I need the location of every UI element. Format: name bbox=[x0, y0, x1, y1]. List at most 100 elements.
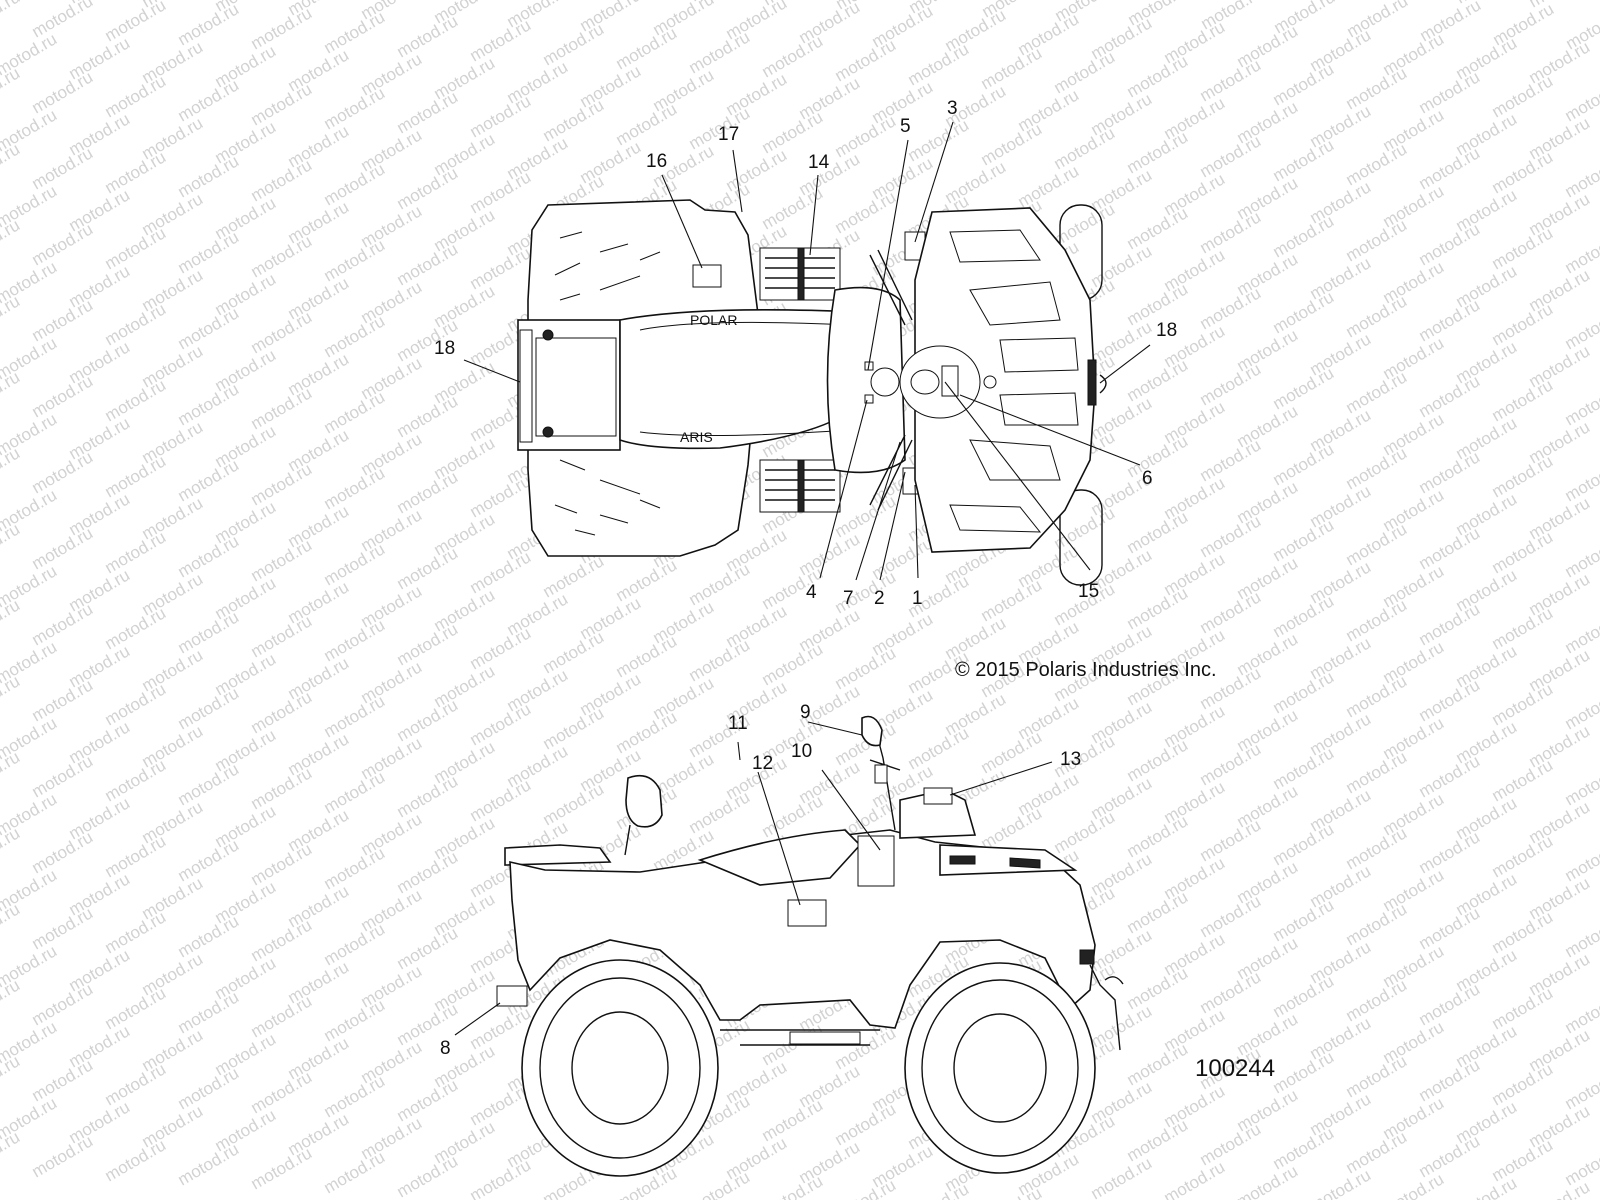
watermark-text: motod.ru bbox=[1197, 967, 1265, 1017]
watermark-text: motod.ru bbox=[321, 539, 389, 589]
watermark-text: motod.ru bbox=[1343, 367, 1411, 417]
watermark-text: motod.ru bbox=[321, 7, 389, 57]
watermark-text: motod.ru bbox=[1051, 47, 1119, 97]
watermark-text: motod.ru bbox=[394, 1075, 462, 1125]
watermark-text: motod.ru bbox=[102, 527, 170, 577]
watermark-text: motod.ru bbox=[321, 1147, 389, 1197]
watermark-text: motod.ru bbox=[1270, 59, 1338, 109]
watermark-text: motod.ru bbox=[248, 231, 316, 281]
callout-15: 15 bbox=[1078, 581, 1099, 602]
watermark-text: motod.ru bbox=[467, 699, 535, 749]
watermark-text: motod.ru bbox=[1416, 599, 1484, 649]
watermark-text: motod.ru bbox=[29, 827, 97, 877]
watermark-text: motod.ru bbox=[29, 219, 97, 269]
rear-wheel bbox=[521, 959, 719, 1177]
watermark-text: motod.ru bbox=[1088, 1153, 1156, 1200]
watermark-text: motod.ru bbox=[102, 603, 170, 653]
callout-13: 13 bbox=[1060, 749, 1081, 770]
watermark-text: motod.ru bbox=[1343, 975, 1411, 1025]
watermark-text: motod.ru bbox=[0, 823, 23, 873]
watermark-text: motod.ru bbox=[0, 0, 23, 37]
watermark-text: motod.ru bbox=[248, 79, 316, 129]
watermark-text: motod.ru bbox=[102, 907, 170, 957]
watermark-text: motod.ru bbox=[1197, 891, 1265, 941]
watermark-text: motod.ru bbox=[29, 1131, 97, 1181]
callout-10: 10 bbox=[791, 741, 812, 762]
copyright-notice: © 2015 Polaris Industries Inc. bbox=[955, 659, 1217, 681]
watermark-text: motod.ru bbox=[394, 999, 462, 1049]
watermark-text: motod.ru bbox=[540, 19, 608, 69]
right-footwell bbox=[759, 459, 841, 513]
watermark-text: motod.ru bbox=[102, 147, 170, 197]
watermark-text: motod.ru bbox=[1270, 895, 1338, 945]
watermark-text: motod.ru bbox=[394, 543, 462, 593]
watermark-text: motod.ru bbox=[1416, 219, 1484, 269]
watermark-text: motod.ru bbox=[0, 1051, 23, 1101]
watermark-text: motod.ru bbox=[248, 459, 316, 509]
watermark-text: motod.ru bbox=[394, 771, 462, 821]
watermark-text: motod.ru bbox=[540, 627, 608, 677]
watermark-text: motod.ru bbox=[832, 1023, 900, 1073]
watermark-text: motod.ru bbox=[905, 1179, 973, 1200]
watermark-text: motod.ru bbox=[1343, 747, 1411, 797]
watermark-text: motod.ru bbox=[1489, 451, 1557, 501]
callout-8: 8 bbox=[440, 1038, 451, 1059]
watermark-text: motod.ru bbox=[0, 519, 23, 569]
watermark-text: motod.ru bbox=[905, 39, 973, 89]
watermark-text: motod.ru bbox=[1234, 1161, 1302, 1200]
watermark-text: motod.ru bbox=[29, 903, 97, 953]
watermark-text: motod.ru bbox=[321, 691, 389, 741]
watermark-text: motod.ru bbox=[905, 115, 973, 165]
watermark-text: motod.ru bbox=[978, 119, 1046, 169]
watermark-text: motod.ru bbox=[321, 919, 389, 969]
watermark-text: motod.ru bbox=[0, 367, 23, 417]
watermark-text: motod.ru bbox=[175, 303, 243, 353]
front-wheel bbox=[904, 962, 1096, 1174]
watermark-text: motod.ru bbox=[29, 67, 97, 117]
watermark-text: motod.ru bbox=[1270, 819, 1338, 869]
decal-16 bbox=[692, 264, 722, 288]
watermark-text: motod.ru bbox=[1124, 355, 1192, 405]
callout-18-front: 18 bbox=[1156, 320, 1177, 341]
watermark-text: motod.ru bbox=[686, 635, 754, 685]
watermark-text: motod.ru bbox=[1343, 215, 1411, 265]
watermark-text: motod.ru bbox=[759, 639, 827, 689]
watermark-text: motod.ru bbox=[1489, 1135, 1557, 1185]
watermark-text: motod.ru bbox=[0, 595, 23, 645]
watermark-text: motod.ru bbox=[102, 983, 170, 1033]
watermark-text: motod.ru bbox=[1270, 211, 1338, 261]
watermark-text: motod.ru bbox=[1489, 1059, 1557, 1109]
watermark-text: motod.ru bbox=[467, 547, 535, 597]
watermark-text: motod.ru bbox=[1124, 203, 1192, 253]
callout-14: 14 bbox=[808, 152, 830, 173]
watermark-text: motod.ru bbox=[102, 755, 170, 805]
watermark-text: motod.ru bbox=[467, 775, 535, 825]
watermark-text: motod.ru bbox=[175, 227, 243, 277]
watermark-text: motod.ru bbox=[175, 1139, 243, 1189]
watermark-text: motod.ru bbox=[102, 451, 170, 501]
watermark-text: motod.ru bbox=[1489, 983, 1557, 1033]
watermark-text: motod.ru bbox=[1270, 1047, 1338, 1097]
watermark-text: motod.ru bbox=[321, 767, 389, 817]
watermark-text: motod.ru bbox=[613, 631, 681, 681]
callout-18-rear: 18 bbox=[434, 338, 455, 359]
watermark-text: motod.ru bbox=[1124, 963, 1192, 1013]
callout-9: 9 bbox=[800, 702, 811, 723]
watermark-text: motod.ru bbox=[759, 31, 827, 81]
watermark-text: motod.ru bbox=[540, 95, 608, 145]
watermark-text: motod.ru bbox=[1270, 667, 1338, 717]
watermark-text: motod.ru bbox=[467, 91, 535, 141]
decal-10 bbox=[857, 835, 895, 887]
watermark-text: motod.ru bbox=[102, 679, 170, 729]
watermark-text: motod.ru bbox=[1416, 1131, 1484, 1181]
watermark-text: motod.ru bbox=[175, 683, 243, 733]
watermark-text: motod.ru bbox=[1270, 743, 1338, 793]
watermark-text: motod.ru bbox=[613, 555, 681, 605]
watermark-text: motod.ru bbox=[540, 703, 608, 753]
watermark-text: motod.ru bbox=[1343, 63, 1411, 113]
watermark-text: motod.ru bbox=[1197, 131, 1265, 181]
watermark-text: motod.ru bbox=[29, 599, 97, 649]
watermark-text: motod.ru bbox=[1343, 291, 1411, 341]
watermark-text: motod.ru bbox=[248, 3, 316, 53]
